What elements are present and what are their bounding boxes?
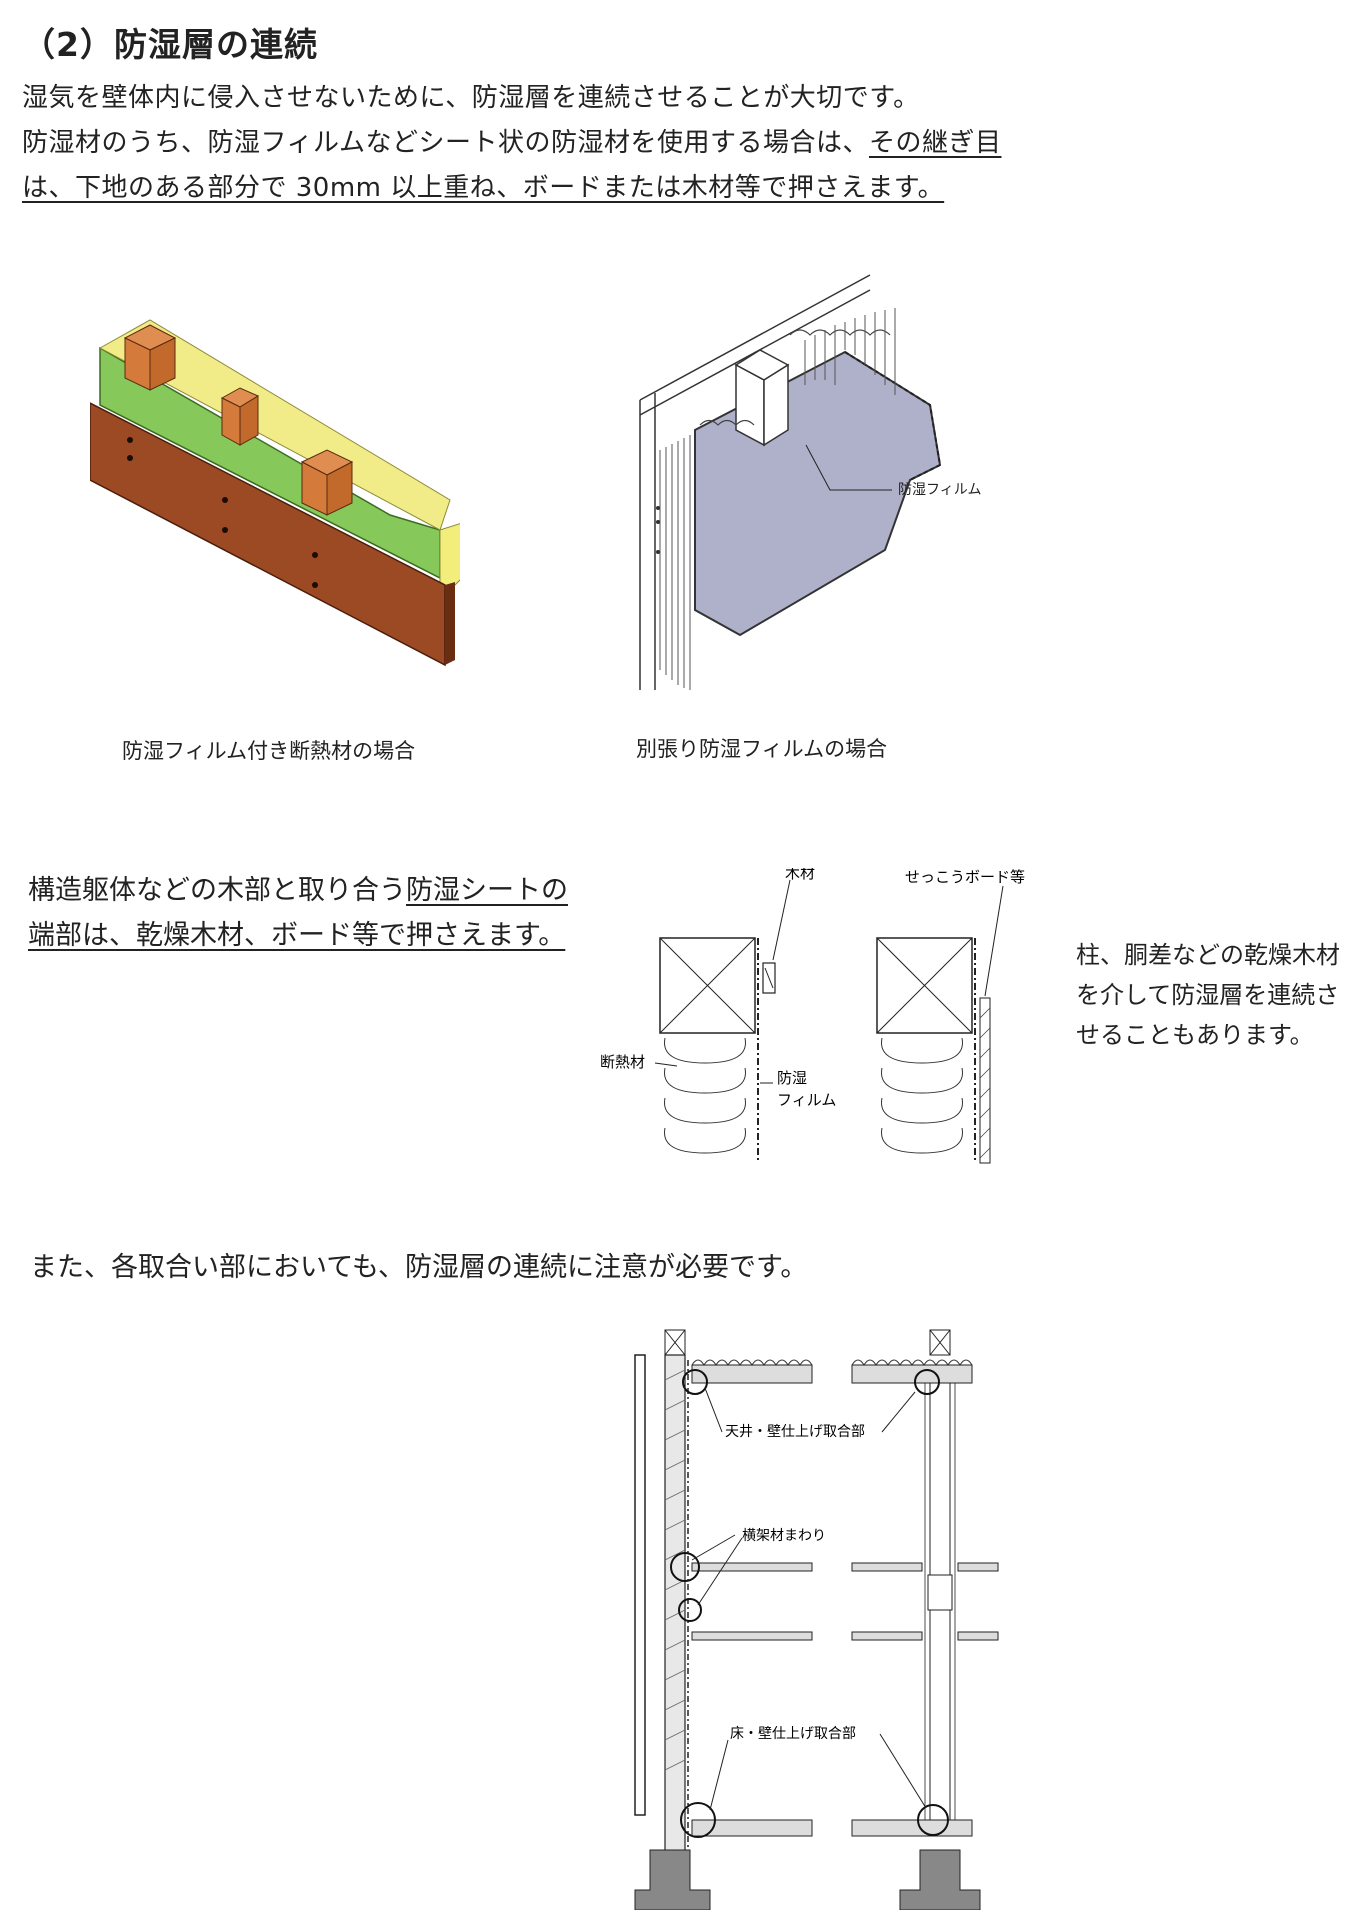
junction-note: また、各取合い部においても、防湿層の連続に注意が必要です。 — [30, 1252, 808, 1283]
wood-label: 木材 — [785, 868, 815, 882]
floor-junction-label: 床・壁仕上げ取合部 — [730, 1726, 856, 1742]
intro-line-1: 湿気を壁体内に侵入させないために、防湿層を連続させることが大切です。 — [22, 83, 920, 113]
ceiling-junction-label: 天井・壁仕上げ取合部 — [725, 1424, 865, 1440]
stud-tall-right — [300, 449, 354, 516]
page-title: （2）防湿層の連続 — [22, 25, 318, 64]
intro-paragraph: 湿気を壁体内に侵入させないために、防湿層を連続させることが大切です。 防湿材のう… — [22, 76, 1032, 211]
stud-short-mid — [220, 387, 260, 446]
film-label-line1: 防湿 — [777, 1069, 807, 1087]
figure-sheet-edge-detail: 木材 断熱材 防湿 フィルム せっこうボード等 — [600, 868, 1025, 1164]
intro-underlined-text: その継ぎ目は、下地のある部分で 30mm 以上重ね、ボードまたは木材等で押さえま… — [22, 128, 1002, 203]
post-note: 柱、胴差などの乾燥木材を介して防湿層を連続させることもあります。 — [1076, 941, 1340, 1049]
gypsum-board — [979, 997, 991, 1164]
figure-separate-film: 防湿フィルム — [639, 274, 981, 690]
sheet-edge-paragraph: 構造躯体などの木部と取り合う防湿シートの端部は、乾燥木材、ボード等で押さえます。 — [28, 868, 588, 958]
beam-label: 横架材まわり — [742, 1528, 826, 1544]
film-label-line2: フィルム — [777, 1091, 836, 1109]
figure-film-faced-insulation — [90, 319, 460, 667]
insulation-label: 断熱材 — [600, 1053, 645, 1071]
sheet-edge-plain: 構造躯体などの木部と取り合う — [28, 875, 406, 906]
figure-1-caption: 防湿フィルム付き断熱材の場合 — [122, 739, 416, 763]
figure-2-caption: 別張り防湿フィルムの場合 — [636, 737, 888, 761]
film-label: 防湿フィルム — [898, 482, 981, 498]
intro-plain-text: 防湿材のうち、防湿フィルムなどシート状の防湿材を使用する場合は、 — [22, 128, 869, 158]
gypsum-label: せっこうボード等 — [905, 868, 1025, 886]
sheet-edge-underlined: 防湿シートの端部は、乾燥木材、ボード等で押さえます。 — [28, 875, 568, 951]
figure-junction-section: 天井・壁仕上げ取合部 横架材まわり 床・壁仕上げ取合部 — [634, 1329, 999, 1910]
stud-tall-left — [123, 324, 177, 391]
